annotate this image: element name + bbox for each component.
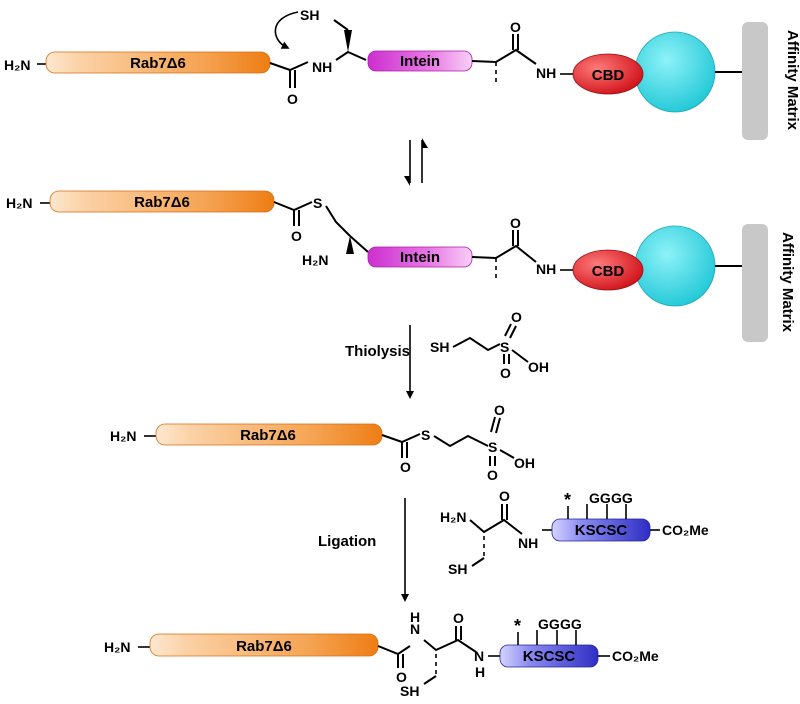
matrix-label: Affinity Matrix [784, 30, 800, 131]
n-terminus-label: H₂N [6, 195, 32, 211]
gg-label-2: GG [560, 616, 582, 632]
mesna-oh: OH [528, 359, 549, 375]
amide-nh: NH [312, 59, 332, 75]
attack-arrow [274, 11, 299, 49]
carbonyl-oxygen: O [400, 459, 411, 475]
n-terminus-label: H₂N [104, 639, 130, 655]
protein-bar [149, 633, 379, 657]
protein-label: Rab7Δ6 [130, 55, 186, 72]
sulfonate-o2: O [487, 467, 498, 483]
product-n: N [410, 621, 420, 637]
mesna-o1: O [511, 309, 522, 325]
affinity-bead [634, 31, 716, 113]
thiolysis-step: Thiolysis SH S O O OH [345, 309, 549, 399]
cbd-label: CBD [592, 263, 625, 280]
protein-bar [49, 190, 275, 213]
carbonyl-oxygen-2: O [453, 610, 464, 626]
ligation-label: Ligation [318, 533, 376, 550]
product-h: H [410, 609, 420, 625]
sulfonate-s: S [488, 439, 497, 455]
reagent-o: O [499, 488, 510, 504]
peptide-label: KSCSC [523, 648, 576, 665]
peptide-label: KSCSC [575, 522, 628, 539]
gg-label-1: GG [589, 490, 611, 506]
intein-label: Intein [400, 249, 440, 266]
protein-bar [155, 423, 383, 446]
amine-h2n: H₂N [302, 252, 328, 268]
n-terminus-label: H₂N [110, 428, 136, 444]
intein-label: Intein [400, 53, 440, 70]
mesna-o2: O [500, 365, 511, 381]
carbonyl-oxygen-2: O [510, 215, 521, 231]
gg-label-1: GG [538, 616, 560, 632]
row-3-mesna-thioester: H₂N Rab7Δ6 O S S O O OH [110, 402, 535, 483]
amide-nh-2: NH [536, 261, 556, 277]
thiolysis-label: Thiolysis [345, 343, 410, 360]
affinity-matrix [742, 224, 768, 342]
ligation-step: Ligation H₂N O NH SH KSCSC * GG GG CO₂Me [318, 488, 709, 602]
amide-nh-2: NH [536, 65, 556, 81]
mesna-s: S [500, 339, 509, 355]
gg-label-2: GG [611, 490, 633, 506]
sulfonate-o1: O [494, 402, 505, 418]
row-2-thioester: H₂N Rab7Δ6 O S H₂N Intein O NH CBD Affin… [6, 190, 796, 342]
mesna-sh: SH [430, 339, 449, 355]
protein-label: Rab7Δ6 [134, 194, 190, 211]
row-1-precursor: H₂N Rab7Δ6 O NH SH Intein O NH CBD Affin… [4, 7, 800, 140]
product-n-2: N [474, 648, 484, 664]
carbonyl-oxygen: O [287, 91, 298, 107]
row-4-ligation-product: H₂N Rab7Δ6 O N H O N H SH KSCSC * GG GG … [104, 609, 659, 699]
protein-bar [45, 51, 271, 74]
product-sh: SH [400, 683, 419, 699]
methyl-ester: CO₂Me [662, 522, 709, 538]
cbd-domain [572, 249, 644, 291]
equilibrium-arrows [404, 138, 428, 186]
label-star: * [564, 490, 571, 510]
affinity-matrix [742, 22, 768, 140]
label-star: * [514, 616, 521, 636]
product-h-2: H [475, 664, 485, 680]
protein-label: Rab7Δ6 [240, 427, 296, 444]
protein-label: Rab7Δ6 [236, 638, 292, 655]
reagent-nh: NH [518, 535, 538, 551]
reagent-h2n: H₂N [440, 509, 466, 525]
methyl-ester: CO₂Me [612, 648, 659, 664]
thioester-s: S [421, 427, 430, 443]
carbonyl-oxygen: O [396, 669, 407, 685]
n-terminus-label: H₂N [4, 57, 30, 73]
thioester-s: S [313, 195, 322, 211]
sulfonate-oh: OH [514, 455, 535, 471]
matrix-label: Affinity Matrix [779, 232, 796, 333]
cbd-label: CBD [592, 67, 625, 84]
carbonyl-oxygen-2: O [510, 19, 521, 35]
thiol-sh: SH [300, 7, 319, 23]
affinity-bead [634, 225, 716, 307]
carbonyl-oxygen: O [291, 228, 302, 244]
reagent-sh: SH [448, 561, 467, 577]
cbd-domain [572, 53, 644, 95]
